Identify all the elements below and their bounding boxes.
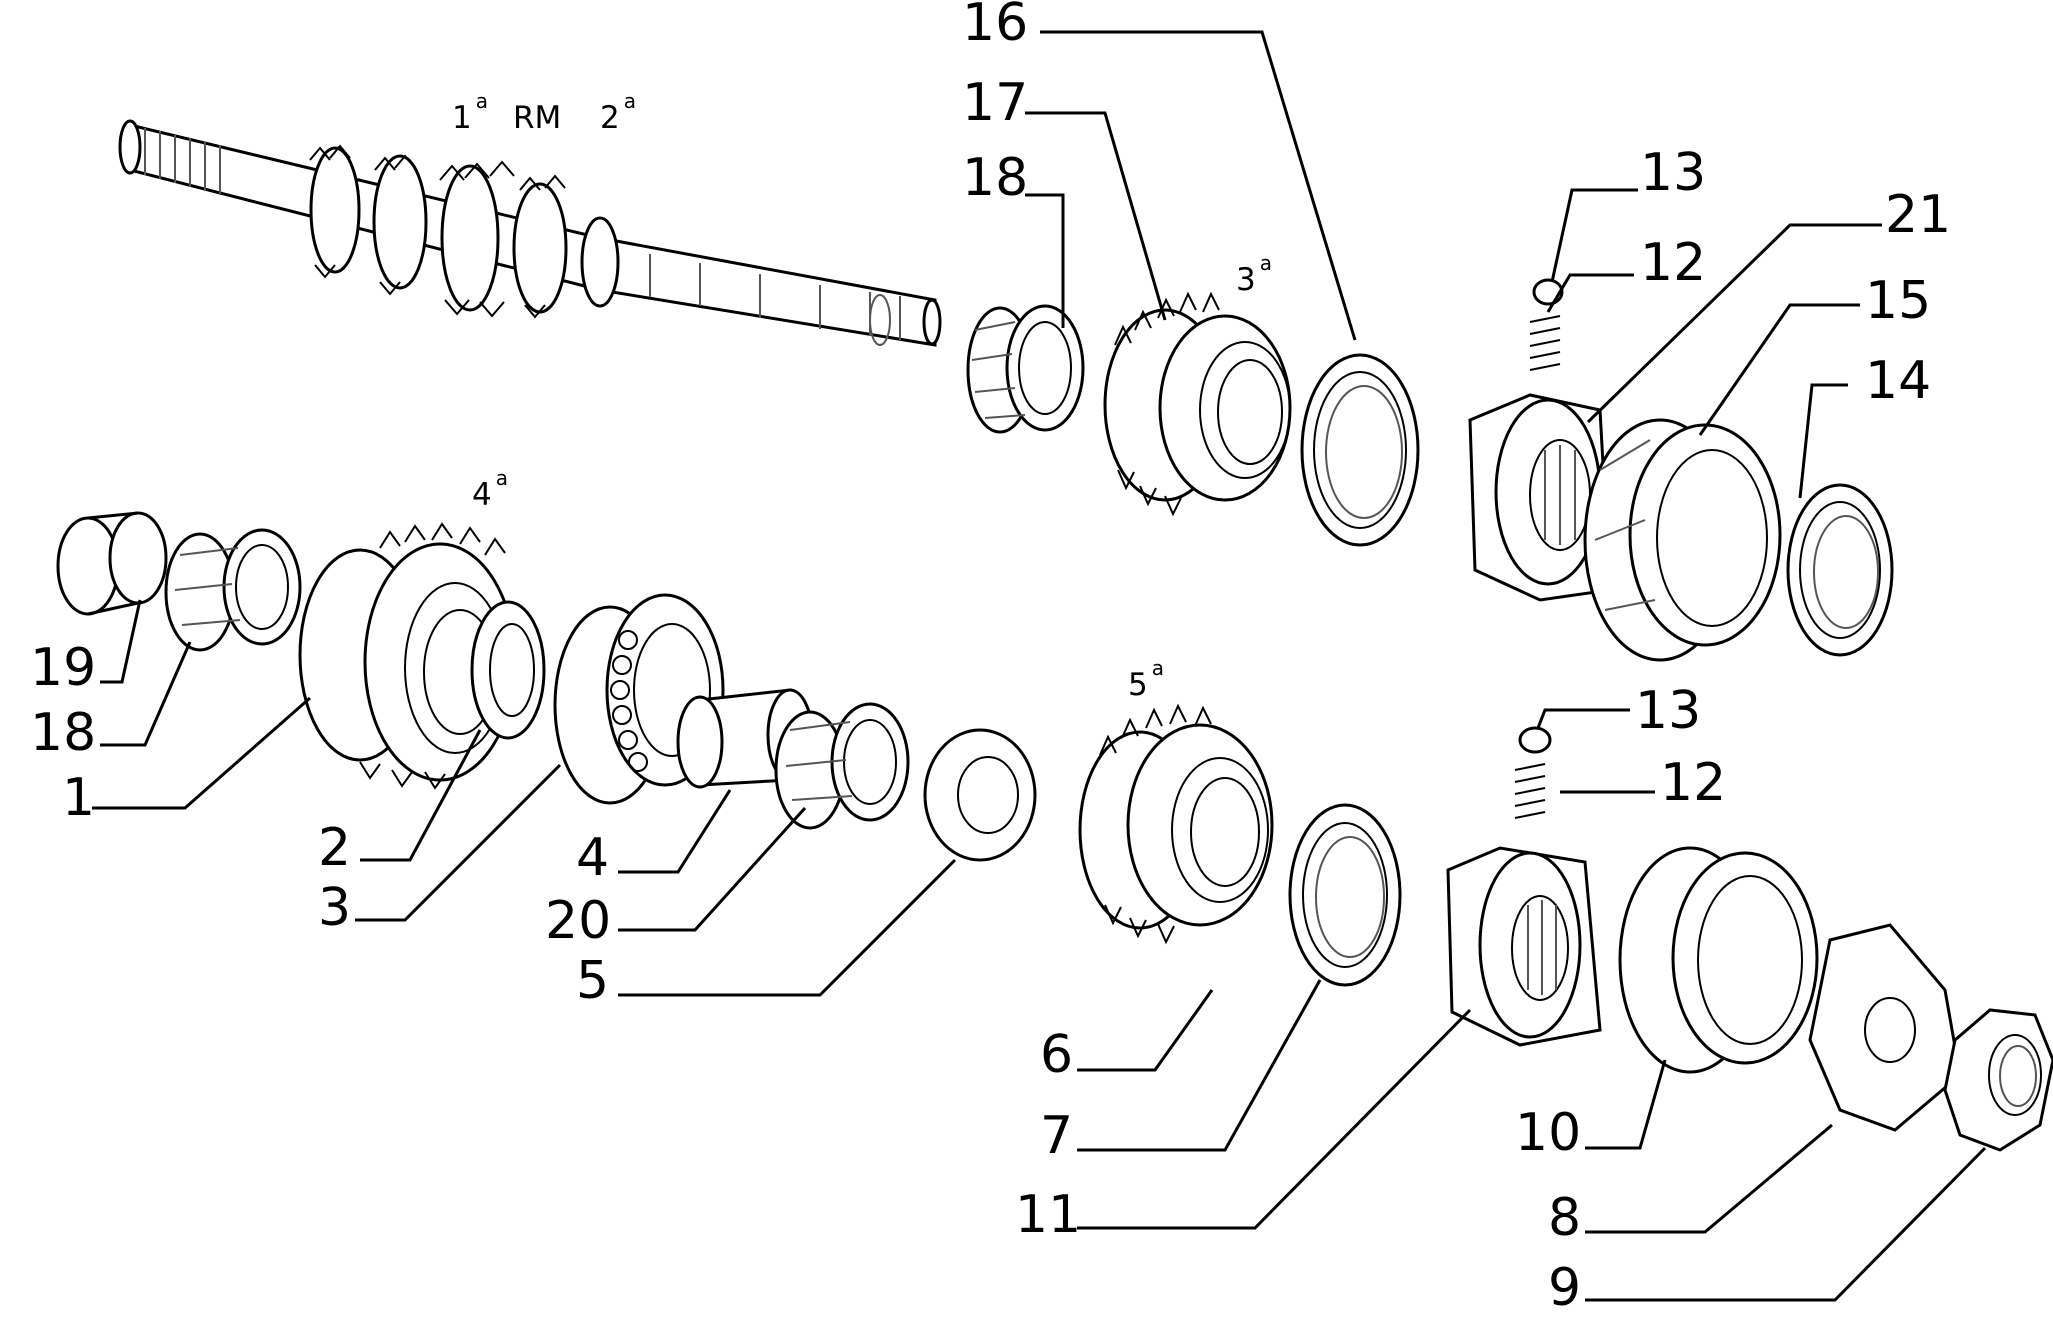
needle-bearing-20: [774, 702, 910, 830]
callout-15: 15: [1865, 271, 1931, 331]
detent-ball-upper: [1532, 278, 1564, 306]
synchro-ring-7: [1288, 803, 1402, 987]
callout-18-upper: 18: [962, 148, 1028, 208]
main-shaft: [118, 119, 942, 347]
synchro-hub-11: [1446, 846, 1602, 1047]
callout-13-upper: 13: [1640, 143, 1706, 203]
needle-bearing-lower-left: [164, 528, 302, 652]
callout-7: 7: [1040, 1106, 1073, 1166]
plate-8: [1808, 923, 1962, 1132]
callout-12-lower: 12: [1660, 753, 1726, 813]
callout-labels: 16 17 18 13 12 21 15 14 19 18 1 2 3 4 20…: [30, 0, 1951, 1318]
nut-9: [1943, 1008, 2053, 1152]
bushing: [56, 511, 168, 616]
callout-16: 16: [962, 0, 1028, 53]
synchro-ring-14: [1786, 483, 1894, 657]
callout-1: 1: [62, 768, 95, 828]
callout-17: 17: [962, 73, 1028, 133]
callout-9: 9: [1548, 1258, 1581, 1314]
detent-spring-lower: [1514, 763, 1546, 819]
sliding-sleeve-upper: [1583, 418, 1782, 662]
detent-spring-upper: [1529, 315, 1561, 371]
callout-5: 5: [576, 951, 609, 1011]
thrust-washer-2: [470, 600, 546, 740]
gear-fifth: [1078, 703, 1274, 945]
sliding-sleeve-10: [1618, 846, 1819, 1074]
callout-19: 19: [30, 638, 96, 698]
callout-8: 8: [1548, 1188, 1581, 1248]
callout-3: 3: [318, 878, 351, 938]
callout-2: 2: [318, 818, 351, 878]
washer-5: [923, 728, 1037, 862]
callout-13-lower: 13: [1635, 681, 1701, 741]
callout-21: 21: [1885, 185, 1951, 245]
leader-lines: [92, 30, 1987, 1302]
callout-11: 11: [1015, 1185, 1081, 1245]
detent-ball-lower: [1518, 726, 1552, 754]
callout-14: 14: [1865, 351, 1931, 411]
callout-4: 4: [576, 828, 609, 888]
callout-20: 20: [545, 891, 611, 951]
callout-6: 6: [1040, 1025, 1073, 1085]
callout-12-upper: 12: [1640, 233, 1706, 293]
callout-18-lower: 18: [30, 703, 96, 763]
synchro-ring-upper: [1300, 353, 1420, 547]
needle-bearing-upper: [966, 304, 1085, 434]
gear-third: [1103, 291, 1292, 517]
callout-10: 10: [1515, 1103, 1581, 1163]
gear-label-reverse: RM: [513, 100, 561, 136]
